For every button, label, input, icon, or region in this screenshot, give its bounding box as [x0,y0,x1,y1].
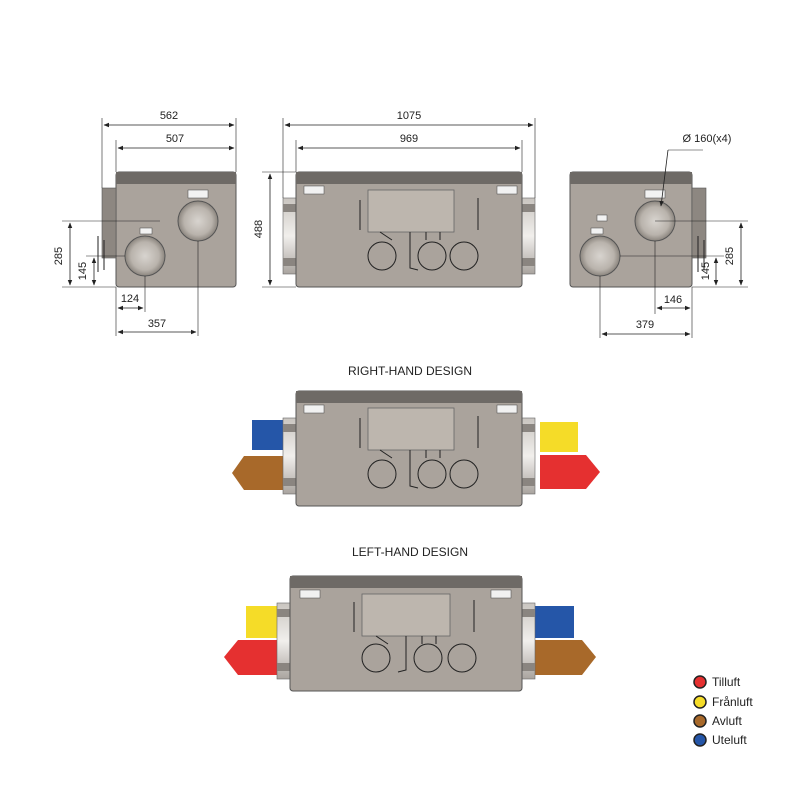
left-hand-design [224,575,596,692]
legend-label: Uteluft [712,733,747,747]
right-hand-design-title: RIGHT-HAND DESIGN [348,364,472,378]
legend-swatch-red [693,675,707,689]
lh-supply-air-arrow [224,640,278,675]
dim-front-overall-width: 1075 [397,110,421,122]
legend-item-tilluft: Tilluft [693,675,741,689]
front-view [282,171,536,288]
legend-swatch-yellow [693,695,707,709]
legend-item-avluft: Avluft [693,714,742,728]
dim-left-offset-large: 357 [148,318,166,330]
front-wiring [359,198,479,271]
side-view-right-dimensions: Ø 160(x4) 285 145 146 379 [599,133,748,338]
rh-extract-air-box [540,422,578,452]
legend-item-uteluft: Uteluft [693,733,747,747]
rh-outdoor-air-box [252,420,284,450]
dim-right-offset-large: 379 [636,319,654,331]
legend-label: Frånluft [712,695,753,709]
lh-outdoor-air-box [534,606,574,638]
dim-duct-diameter: Ø 160(x4) [683,133,732,145]
legend-swatch-brown [693,714,707,728]
side-view-left-dimensions: 562 507 285 145 124 357 [53,110,237,336]
legend-label: Avluft [712,714,742,728]
dim-right-height-upper: 285 [724,247,736,265]
legend-item-franluft: Frånluft [693,695,753,709]
dim-left-body-width: 507 [166,133,184,145]
dim-right-height-lower: 145 [700,262,712,280]
rh-exhaust-air-arrow [232,456,284,490]
rh-supply-air-arrow [540,455,600,489]
side-view-right [569,171,707,288]
dim-left-overall-width: 562 [160,110,178,122]
dim-right-offset-small: 146 [664,294,682,306]
lh-extract-air-box [246,606,278,638]
dim-left-offset-small: 124 [121,293,139,305]
dim-left-height-lower: 145 [77,262,89,280]
dim-left-height-upper: 285 [53,247,65,265]
legend: Tilluft Frånluft Avluft Uteluft [693,675,753,747]
legend-swatch-blue [693,733,707,747]
dim-front-height: 488 [253,220,265,238]
lh-exhaust-air-arrow [534,640,596,675]
front-view-dimensions: 1075 969 488 [253,110,536,288]
dim-front-body-width: 969 [400,133,418,145]
right-hand-design [232,390,600,507]
side-view-left [97,171,237,288]
left-hand-design-title: LEFT-HAND DESIGN [352,545,468,559]
legend-label: Tilluft [712,675,741,689]
